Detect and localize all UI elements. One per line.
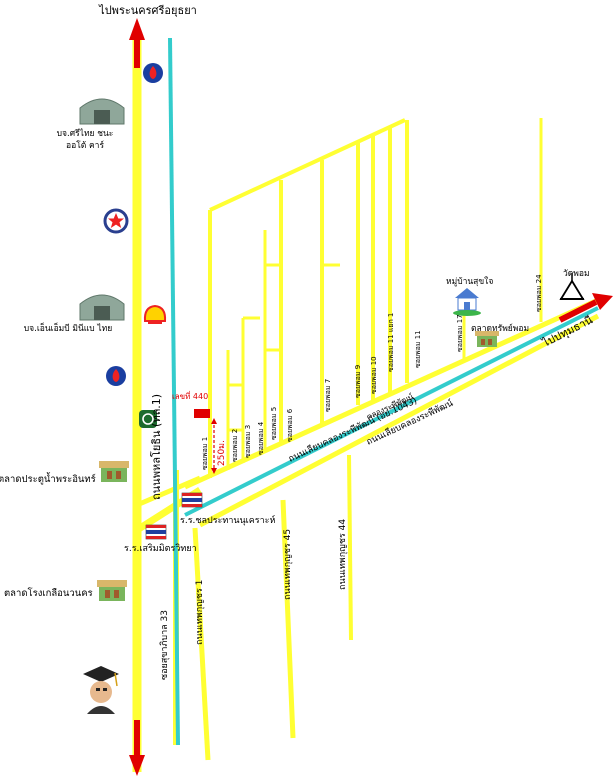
company2-label: บจ.เอ็นเอ็มบี มินีแบ ไทย	[24, 322, 112, 334]
soi-11-1-label: ซอยพอม 11 แยก 1	[387, 313, 395, 372]
soi-5-label: ซอยพอม 5	[270, 407, 278, 440]
company1-label-line1: บจ.ศรีไทย ชนะ	[57, 128, 114, 139]
school-1-label: ร.ร.ชลประทานนุเคราะห์	[180, 514, 276, 526]
market-stall-icon	[475, 331, 499, 347]
destination-marker	[194, 409, 217, 474]
bank-logo-icon	[139, 410, 157, 428]
market-prachuap-label: ตลาดประตูน้ำพระอินทร์	[0, 472, 96, 485]
soi-9-label: ซอยพอม 9	[354, 365, 362, 398]
thep-kunchon-45-label: ถนนเทพกุญชร 45	[283, 529, 293, 600]
distance-arrow-up	[211, 418, 217, 424]
school-flag-icon	[181, 492, 203, 508]
market-stall-icon	[97, 580, 127, 601]
graduate-icon	[83, 666, 119, 714]
school-flag-icon	[145, 524, 167, 540]
soi-sukaphiban-33-label: ซอยสุขาภิบาล 33	[159, 610, 170, 680]
soi-1-label: ซอยพอม 1	[201, 437, 209, 470]
klong-road-lower	[198, 313, 600, 528]
soi-17-label: ซอยพอม 17	[456, 314, 464, 352]
market-stall-icon	[99, 461, 129, 482]
south-arrow-head	[129, 755, 145, 776]
north-arrow-head	[129, 18, 145, 40]
house-icon	[453, 288, 481, 316]
soi-11-label: ซอยพอม 11	[414, 330, 422, 368]
thep-kunchon-44	[347, 454, 353, 641]
thep-kunchon-1-label: ถนนเทพกุญชร 1	[195, 580, 205, 645]
road-network	[132, 30, 600, 772]
thep-kunchon-1	[192, 527, 211, 761]
canal-along-highway	[168, 37, 180, 746]
village-label: หมู่บ้านสุขใจ	[446, 276, 493, 287]
soi-24-label: ซอยพอม 24	[535, 274, 543, 312]
east-arrow-shaft	[558, 299, 598, 323]
market-pom-label: ตลาดทรัพย์พอม	[471, 323, 529, 334]
klong-road-upper	[183, 297, 600, 490]
direction-arrows	[129, 18, 613, 776]
location-marker-icon	[194, 409, 210, 418]
house-number-label: เลขที่ 440	[172, 390, 208, 401]
shell-logo-icon	[143, 304, 167, 324]
warehouse-icon	[79, 294, 125, 321]
temple-icon	[559, 273, 585, 300]
east-arrow-head	[592, 293, 613, 310]
soi-3-label: ซอยพอม 3	[244, 425, 252, 458]
ptt-logo-icon	[143, 63, 163, 83]
distance-label: 250ม.	[217, 440, 227, 466]
school-2-label: ร.ร.เสริมมิตรวิทยา	[124, 543, 197, 554]
phahon-yothin-label: ถนนพหลโยธิน (ทล.1)	[149, 394, 163, 500]
thep-kunchon-44-label: ถนนเทพกุญชร 44	[338, 519, 348, 590]
soi-6-label: ซอยพอม 6	[286, 408, 294, 442]
temple-label: วัดพอม	[563, 269, 590, 279]
soi-10-label: ซอยพอม 10	[370, 356, 378, 394]
distance-arrow-down	[211, 468, 217, 474]
soi-7-label: ซอยพอม 7	[324, 379, 332, 412]
thep-kunchon-45	[280, 499, 296, 739]
canals	[168, 37, 599, 746]
company1-label-line2: ออโต้ คาร์	[66, 140, 104, 151]
caltex-logo-icon	[103, 208, 129, 234]
ptt-logo-icon	[106, 366, 126, 386]
market-rongkluea-label: ตลาดโรงเกลือนวนคร	[4, 587, 93, 599]
soi-2-label: ซอยพอม 2	[231, 429, 239, 462]
soi-4-label: ซอยพอม 4	[257, 421, 265, 455]
upper-diagonal-road	[209, 118, 406, 212]
canal-klong-raphiphat	[184, 306, 599, 517]
north-destination-label: ไปพระนครศรีอยุธยา	[98, 4, 197, 17]
warehouse-icon	[79, 98, 125, 125]
